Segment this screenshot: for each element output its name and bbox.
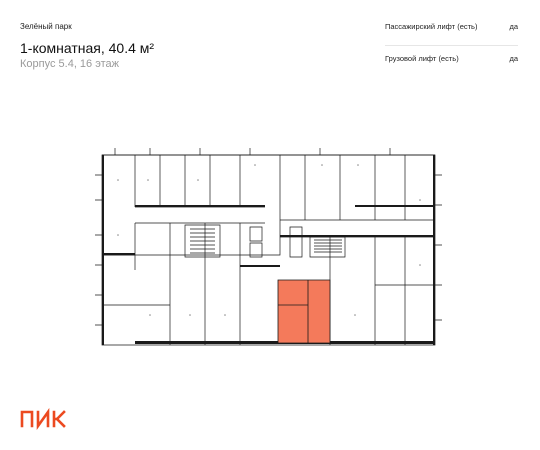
apartment-title: 1-комнатная, 40.4 м² (20, 40, 155, 56)
spec-label: Пассажирский лифт (есть) (385, 22, 478, 31)
logo-mark (20, 407, 66, 431)
floor-plan (95, 148, 442, 346)
spec-passenger-lift: Пассажирский лифт (есть) да (385, 22, 518, 46)
spec-value: да (509, 54, 518, 63)
complex-name: Зелёный парк (20, 22, 72, 31)
pik-logo (20, 407, 68, 435)
apartment-subtitle: Корпус 5.4, 16 этаж (20, 58, 119, 70)
spec-value: да (509, 22, 518, 31)
spec-label: Грузовой лифт (есть) (385, 54, 459, 63)
spec-freight-lift: Грузовой лифт (есть) да (385, 46, 518, 63)
header: Зелёный парк 1-комнатная, 40.4 м² Корпус… (20, 22, 154, 70)
specs-list: Пассажирский лифт (есть) да Грузовой лиф… (385, 22, 518, 63)
highlighted-apartment[interactable] (277, 279, 331, 344)
